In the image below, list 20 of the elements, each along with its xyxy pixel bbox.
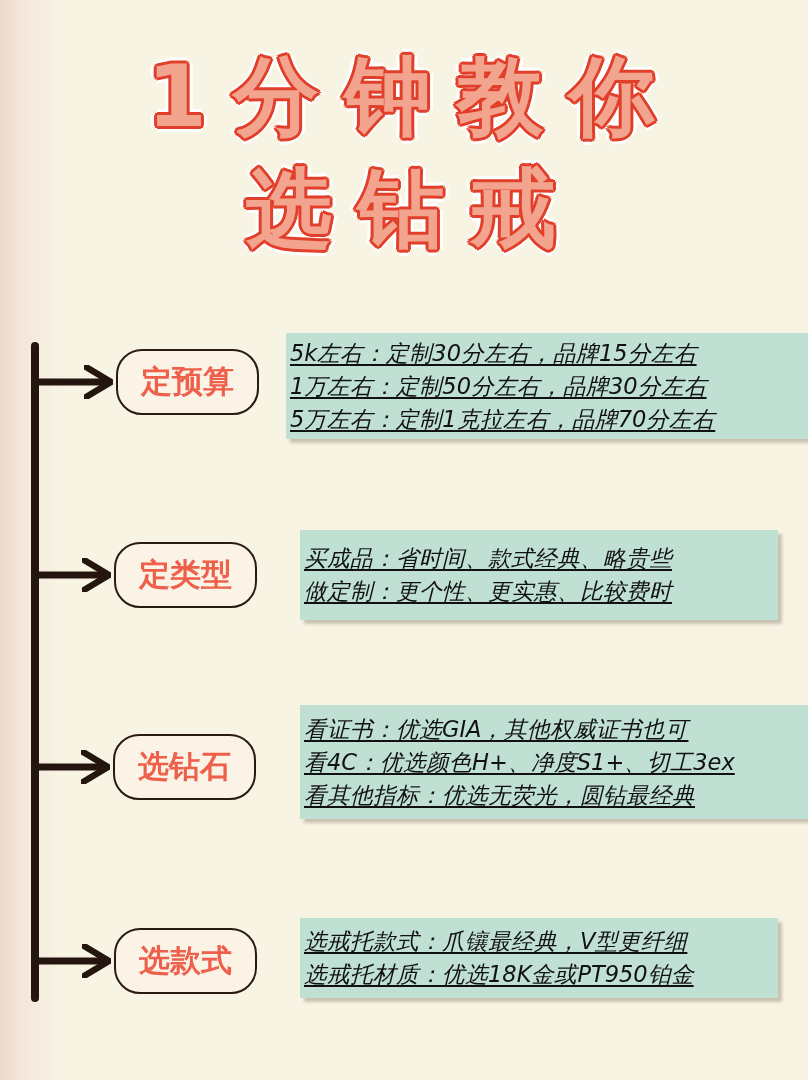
step-pill: 定预算: [116, 349, 259, 415]
note-text: 选戒托材质：优选18K金或PT950铂金: [304, 960, 694, 989]
note-text: 5万左右：定制1克拉左右，品牌70分左右: [290, 404, 716, 434]
note-text: 看证书：优选GIA，其他权威证书也可: [304, 714, 689, 744]
step-pill: 定类型: [114, 542, 257, 608]
note-panel: [300, 918, 778, 998]
note-text: 做定制：更个性、更实惠、比较费时: [304, 577, 672, 606]
note-text: 看4C：优选颜色H+、净度S1+、切工3ex: [304, 747, 735, 777]
title: 1分钟教你选钻戒: [146, 45, 682, 260]
note-panel: [286, 333, 808, 439]
note-panel: [300, 530, 778, 620]
note-panel: [300, 705, 808, 819]
note-text: 看其他指标：优选无荧光，圆钻最经典: [304, 780, 695, 810]
note-text: 买成品：省时间、款式经典、略贵些: [304, 544, 672, 573]
note-text: 5k左右：定制30分左右，品牌15分左右: [290, 338, 697, 368]
vertical-line: [31, 342, 39, 1002]
step-pill: 选款式: [114, 928, 257, 994]
note-text: 选戒托款式：爪镶最经典，V型更纤细: [304, 927, 688, 956]
step-pill: 选钻石: [113, 734, 256, 800]
note-text: 1万左右：定制50分左右，品牌30分左右: [290, 371, 707, 401]
